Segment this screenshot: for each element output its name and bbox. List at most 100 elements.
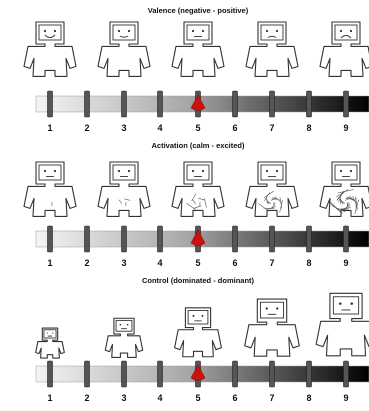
activation-figure-3[interactable] (171, 161, 225, 217)
figure-face (112, 164, 136, 181)
valence-figure-2[interactable] (97, 21, 151, 77)
excitement-mark (263, 192, 271, 201)
valence-figure-1[interactable] (23, 21, 77, 77)
activation-label-3: 3 (121, 258, 126, 268)
valence-tick-7[interactable] (269, 90, 275, 118)
control-figure-5[interactable] (315, 292, 369, 357)
figure-body (171, 161, 225, 217)
activation-selection-marker[interactable] (190, 229, 206, 246)
control-tick-8[interactable] (306, 360, 312, 388)
eye-icon (201, 29, 205, 33)
control-tick-3[interactable] (121, 360, 127, 388)
valence-tick-2[interactable] (84, 90, 90, 118)
activation-tick-2[interactable] (84, 225, 90, 253)
excitement-mark (118, 199, 123, 204)
excitement-mark (267, 206, 276, 210)
activation-figure-5[interactable] (319, 161, 369, 217)
valence-tick-1[interactable] (47, 90, 53, 118)
eye-icon (349, 29, 353, 33)
excitement-mark (336, 189, 349, 198)
activation-figure-4[interactable] (245, 161, 299, 217)
activation-label-6: 6 (232, 258, 237, 268)
activation-label-4: 4 (157, 258, 162, 268)
eye-icon (265, 307, 268, 310)
control-figure-3[interactable] (174, 307, 222, 358)
control-tick-1[interactable] (47, 360, 53, 388)
valence-selection-marker[interactable] (190, 94, 206, 111)
valence-label-9: 9 (343, 123, 348, 133)
activation-tick-3[interactable] (121, 225, 127, 253)
excitement-mark (352, 195, 358, 207)
figure-body (97, 161, 151, 217)
valence-label-5: 5 (195, 123, 200, 133)
valence-figure-4[interactable] (245, 21, 299, 77)
control-tick-7[interactable] (269, 360, 275, 388)
control-tick-9[interactable] (343, 360, 349, 388)
valence-label-6: 6 (232, 123, 237, 133)
valence-tick-6[interactable] (232, 90, 238, 118)
valence-label-4: 4 (157, 123, 162, 133)
eye-icon (339, 169, 343, 173)
eye-icon (265, 29, 269, 33)
activation-figure-1[interactable] (23, 161, 77, 217)
activation-label-2: 2 (84, 258, 89, 268)
excitement-mark (266, 196, 268, 204)
mouth-icon (119, 35, 129, 38)
activation-tick-8[interactable] (306, 225, 312, 253)
control-tick-4[interactable] (157, 360, 163, 388)
activation-tick-1[interactable] (47, 225, 53, 253)
control-tick-6[interactable] (232, 360, 238, 388)
excitement-mark (336, 208, 349, 211)
figure-body (23, 161, 77, 217)
valence-tick-4[interactable] (157, 90, 163, 118)
valence-label-3: 3 (121, 123, 126, 133)
figure-face (334, 24, 358, 41)
activation-title: Activation (calm - excited) (152, 141, 245, 150)
control-figure-4[interactable] (244, 298, 300, 357)
figure-face (187, 310, 209, 325)
figure-face (38, 164, 62, 181)
activation-label-8: 8 (306, 258, 311, 268)
control-figure-1[interactable] (35, 327, 65, 359)
control-label-5: 5 (195, 393, 200, 403)
excitement-mark (347, 196, 355, 202)
eye-icon (191, 169, 195, 173)
valence-label-1: 1 (47, 123, 52, 133)
excitement-mark (263, 207, 275, 210)
activation-tick-7[interactable] (269, 225, 275, 253)
eye-icon (201, 314, 204, 317)
excitement-mark (186, 202, 196, 210)
control-label-2: 2 (84, 393, 89, 403)
eye-icon (117, 29, 121, 33)
valence-tick-3[interactable] (121, 90, 127, 118)
mouth-icon (44, 34, 56, 38)
excitement-mark (198, 197, 206, 201)
valence-tick-9[interactable] (343, 90, 349, 118)
activation-tick-9[interactable] (343, 225, 349, 253)
control-label-7: 7 (269, 393, 274, 403)
valence-label-7: 7 (269, 123, 274, 133)
figure-body (245, 161, 299, 217)
excitement-mark (337, 189, 354, 194)
mouth-icon (267, 35, 277, 38)
excitement-mark (124, 198, 131, 201)
control-figure-2[interactable] (104, 317, 144, 358)
valence-figure-3[interactable] (171, 21, 225, 77)
control-selection-marker[interactable] (190, 364, 206, 381)
excitement-mark (354, 199, 359, 215)
eye-icon (338, 302, 342, 305)
eye-icon (191, 29, 195, 33)
figure-body (319, 161, 369, 217)
valence-figure-5[interactable] (319, 21, 369, 77)
valence-tick-8[interactable] (306, 90, 312, 118)
eye-icon (339, 29, 343, 33)
control-title: Control (dominated - dominant) (142, 276, 255, 285)
activation-figure-2[interactable] (97, 161, 151, 217)
eye-icon (43, 29, 47, 33)
eye-icon (275, 169, 279, 173)
activation-tick-6[interactable] (232, 225, 238, 253)
control-tick-2[interactable] (84, 360, 90, 388)
activation-tick-4[interactable] (157, 225, 163, 253)
